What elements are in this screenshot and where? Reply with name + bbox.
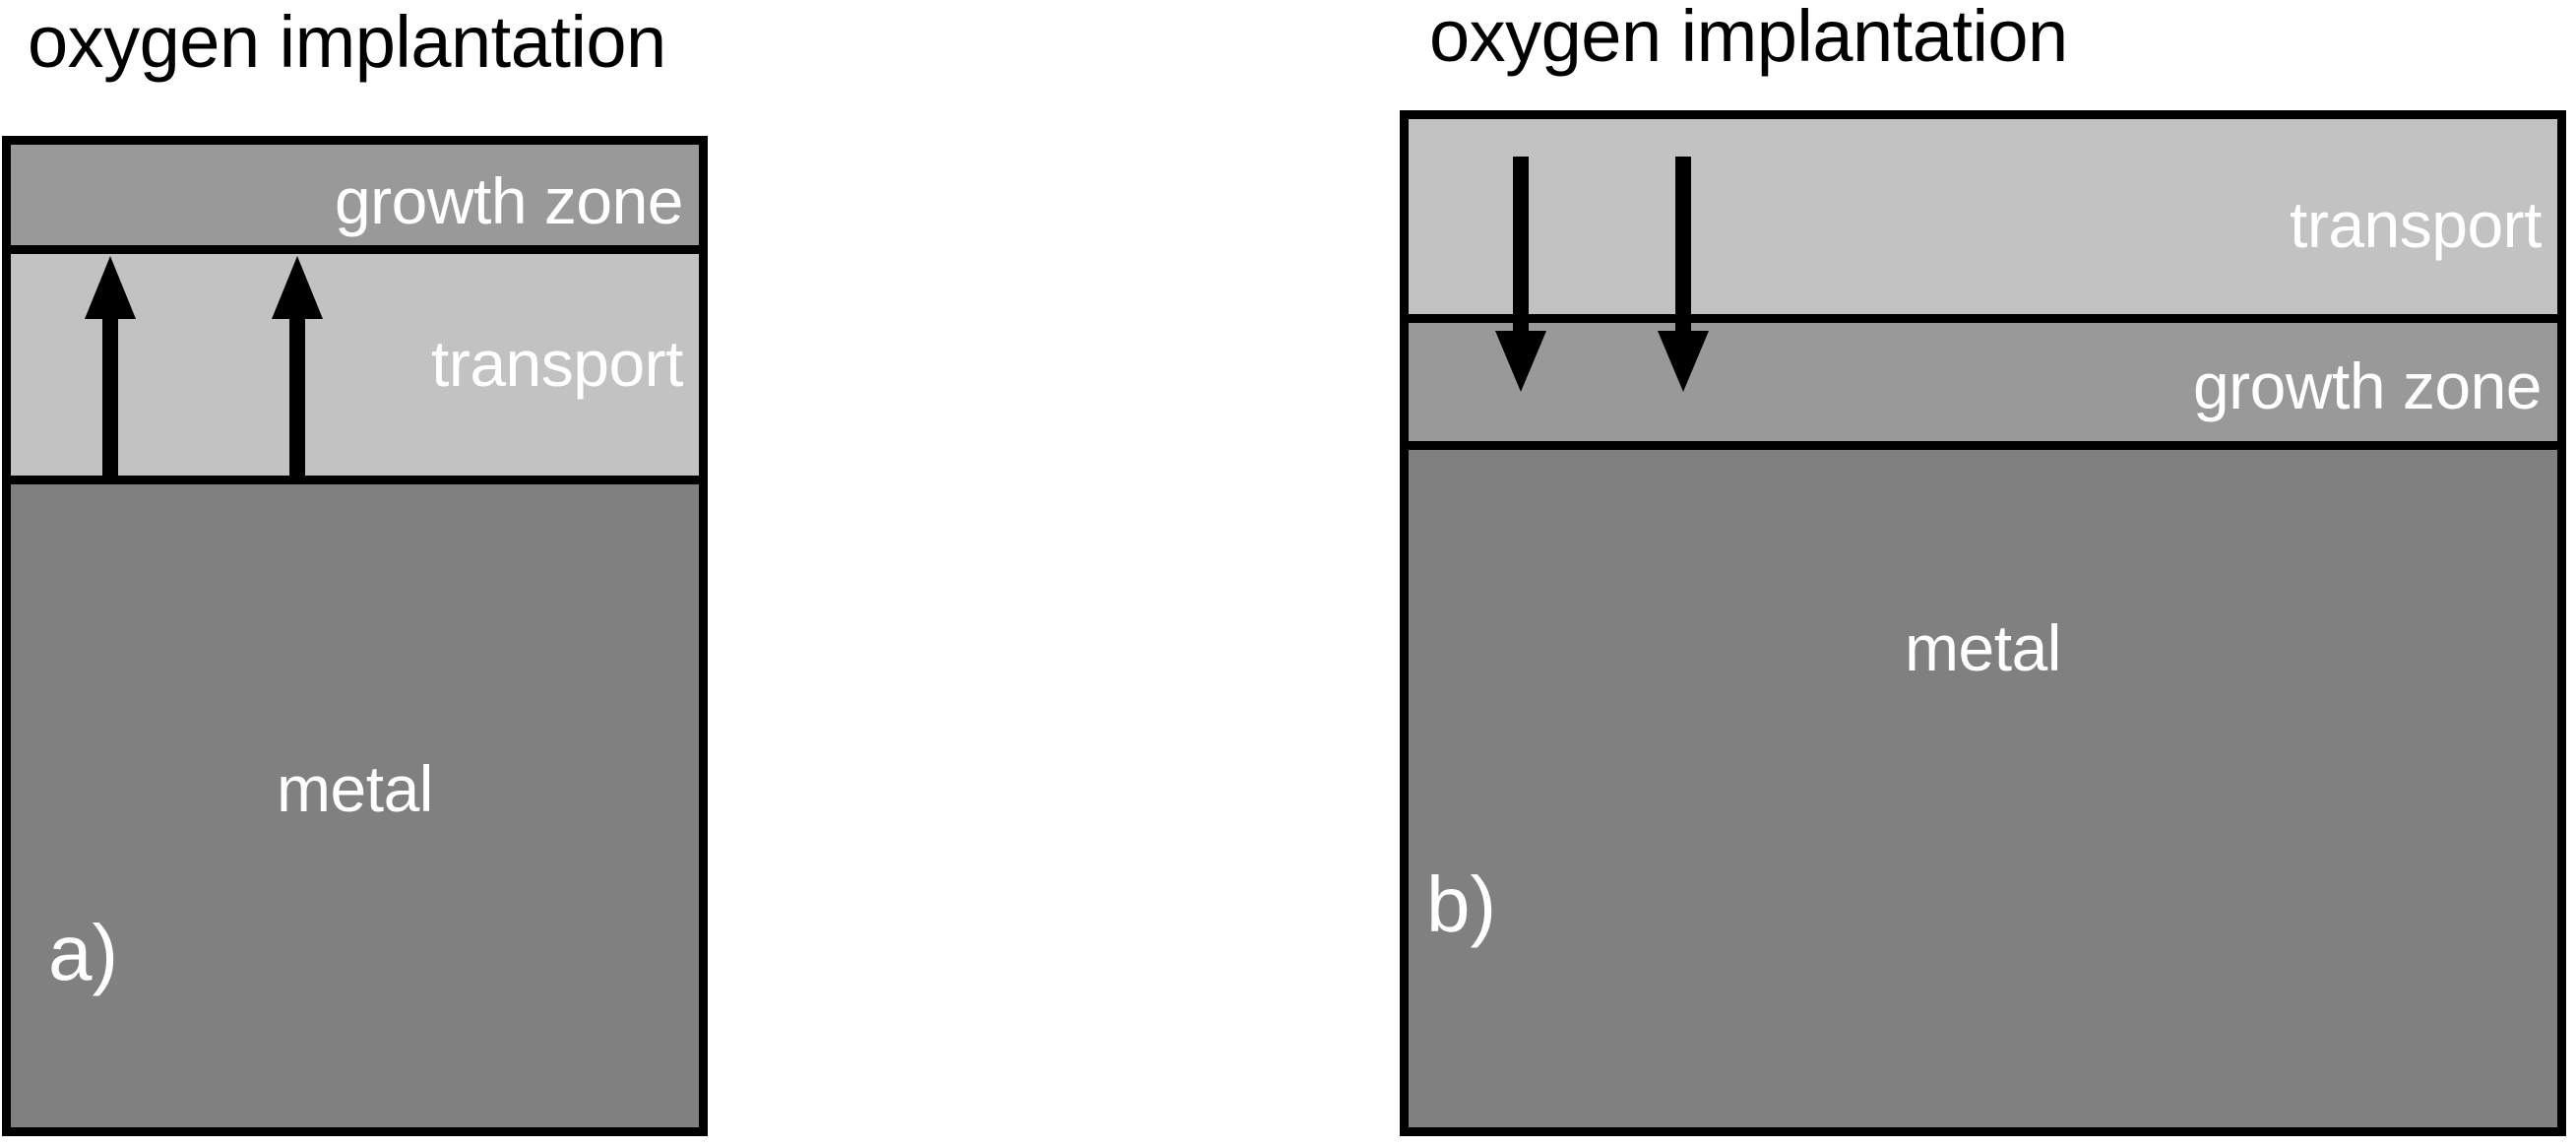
- panel-a-layer-transport: transport: [11, 254, 699, 484]
- panel-b-transport-arrow-1-shaft-icon: [1512, 157, 1530, 314]
- panel-b-title: oxygen implantation: [1429, 0, 2068, 77]
- panel-b-layer-metal: metal b): [1409, 450, 2557, 1127]
- panel-b-layer-stack: transport growth zone: [1400, 110, 2566, 1136]
- panel-a-growth-zone-label: growth zone: [334, 164, 684, 237]
- panel-a-letter: a): [48, 909, 119, 996]
- panel-a-layer-stack: growth zone transport metal a): [2, 136, 708, 1136]
- panel-a-transport-arrow-1-icon: [82, 254, 139, 476]
- panel-a-transport-arrow-2-icon: [269, 254, 326, 476]
- panel-b-growth-arrow-1-head-icon: [1492, 323, 1549, 394]
- panel-b-metal-label: metal: [1905, 611, 2061, 684]
- panel-b-growth-zone-label: growth zone: [2192, 350, 2543, 422]
- panel-b-growth-arrow-2-head-icon: [1655, 323, 1712, 394]
- panel-a-metal-label: metal: [277, 752, 433, 825]
- panel-b-layer-growth-zone: growth zone: [1409, 323, 2557, 450]
- panel-a-layer-growth-zone: growth zone: [11, 145, 699, 254]
- panel-b-letter: b): [1426, 860, 1497, 948]
- panel-a-title: oxygen implantation: [28, 1, 666, 83]
- panel-b-transport-arrow-2-shaft-icon: [1674, 157, 1692, 314]
- panel-b-layer-transport: transport: [1409, 119, 2557, 323]
- panel-a-transport-label: transport: [431, 327, 683, 400]
- panel-b-transport-label: transport: [2290, 188, 2542, 261]
- panel-a-layer-metal: metal a): [11, 484, 699, 1127]
